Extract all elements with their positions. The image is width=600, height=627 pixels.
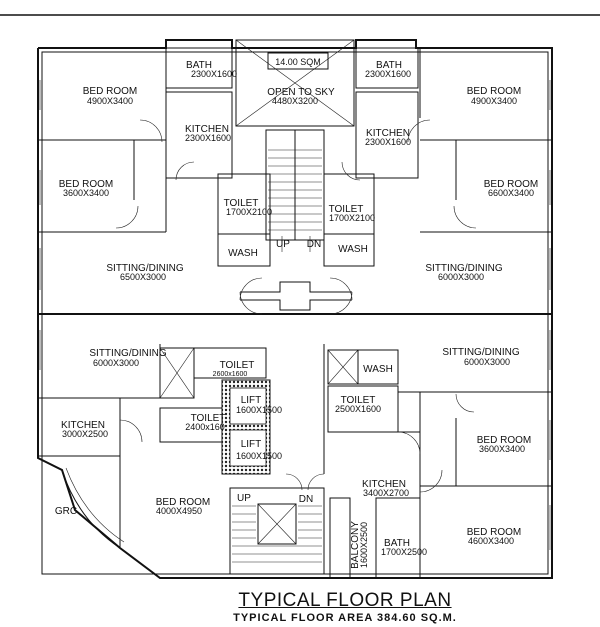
room-size-bed-se1: 3600X3400 bbox=[479, 444, 525, 454]
room-size-bed-w2: 3600X3400 bbox=[63, 188, 109, 198]
room-size-toilet-sw2: 2400x160 bbox=[185, 422, 225, 432]
room-size-sitting-ne: 6000X3000 bbox=[438, 272, 484, 282]
window-markers bbox=[39, 80, 551, 550]
room-size-bath-se: 1700X2500 bbox=[381, 547, 427, 557]
south-partitions bbox=[38, 344, 552, 579]
room-size-sitting-sw: 6000X3000 bbox=[93, 358, 139, 368]
room-size-bed-se2: 4600X3400 bbox=[468, 536, 514, 546]
south-stair-treads bbox=[232, 505, 322, 563]
stair-dn-north: DN bbox=[307, 239, 321, 250]
room-name-toilet-ne: TOILET bbox=[329, 204, 364, 215]
central-cross bbox=[240, 281, 352, 311]
room-name-wash-nw: WASH bbox=[228, 248, 258, 259]
room-name-wash-ne: WASH bbox=[338, 244, 368, 255]
room-size-bath-nw: 2300X1600 bbox=[191, 69, 237, 79]
room-name-kitchen-sw: KITCHEN bbox=[61, 420, 105, 431]
grc-label: GRC bbox=[55, 506, 77, 517]
room-size-toilet-nw: 1700X2100 bbox=[226, 207, 272, 217]
plan-area-caption: TYPICAL FLOOR AREA 384.60 SQ.M. bbox=[233, 612, 457, 624]
room-size-sitting-se: 6000X3000 bbox=[464, 357, 510, 367]
room-name-balcony: BALCONY bbox=[350, 521, 361, 569]
outer-walls bbox=[37, 39, 553, 579]
room-name-kitchen-se: KITCHEN bbox=[362, 479, 406, 490]
room-name-lift-1: LIFT bbox=[241, 395, 262, 406]
room-name-sitting-sw: SITTING/DINING bbox=[89, 348, 166, 359]
room-name-toilet-sw2: TOILET bbox=[191, 413, 226, 424]
room-name-lift-2: LIFT bbox=[241, 439, 262, 450]
room-name-sitting-nw: SITTING/DINING bbox=[106, 263, 183, 274]
room-size-balcony: 1600X2500 bbox=[359, 522, 369, 568]
room-size-kitchen-ne: 2300X1600 bbox=[365, 137, 411, 147]
door-swings bbox=[61, 119, 477, 549]
room-name-toilet-nw: TOILET bbox=[224, 198, 259, 209]
room-name-sitting-se: SITTING/DINING bbox=[442, 347, 519, 358]
room-size-kitchen-nw: 2300X1600 bbox=[185, 133, 231, 143]
room-name-bath-se: BATH bbox=[384, 538, 410, 549]
room-size-bed-e2: 6600X3400 bbox=[488, 188, 534, 198]
room-name-bed-w2: BED ROOM bbox=[59, 179, 113, 190]
open-sky-area: 14.00 SQM bbox=[275, 57, 321, 67]
stair-up-north: UP bbox=[276, 239, 290, 250]
plan-title: TYPICAL FLOOR PLAN bbox=[238, 590, 452, 611]
room-size-bath-ne: 2300X1600 bbox=[365, 69, 411, 79]
room-size-bed-sw: 4000X4950 bbox=[156, 506, 202, 516]
room-size-sitting-nw: 6500X3000 bbox=[120, 272, 166, 282]
room-size-toilet-sw1: 2600x1600 bbox=[213, 371, 248, 378]
room-name-bath-ne: BATH bbox=[376, 60, 402, 71]
room-name-open-sky: OPEN TO SKY bbox=[267, 87, 335, 98]
room-name-wash-se: WASH bbox=[363, 364, 393, 375]
room-name-bed-nw: BED ROOM bbox=[83, 86, 137, 97]
room-size-lift-2: 1600X1500 bbox=[236, 451, 282, 461]
room-size-bed-ne: 4900X3400 bbox=[471, 96, 517, 106]
room-name-kitchen-ne: KITCHEN bbox=[366, 128, 410, 139]
room-name-bed-sw: BED ROOM bbox=[156, 497, 210, 508]
room-name-toilet-sw1: TOILET bbox=[220, 360, 255, 371]
room-name-bath-nw: BATH bbox=[186, 60, 212, 71]
room-name-kitchen-nw: KITCHEN bbox=[185, 124, 229, 135]
room-labels: BED ROOM 4900X3400 BATH 2300X1600 14.00 … bbox=[55, 57, 538, 569]
room-name-sitting-ne: SITTING/DINING bbox=[425, 263, 502, 274]
room-name-bed-se1: BED ROOM bbox=[477, 435, 531, 446]
room-name-bed-e2: BED ROOM bbox=[484, 179, 538, 190]
room-size-toilet-ne: 1700X2100 bbox=[329, 213, 375, 223]
room-size-kitchen-se: 3400X2700 bbox=[363, 488, 409, 498]
stair-up-south: UP bbox=[237, 493, 251, 504]
room-size-kitchen-sw: 3000X2500 bbox=[62, 429, 108, 439]
room-size-open-sky: 4480X3200 bbox=[272, 96, 318, 106]
room-name-toilet-se: TOILET bbox=[341, 395, 376, 406]
title-block: TYPICAL FLOOR PLAN TYPICAL FLOOR AREA 38… bbox=[150, 590, 540, 625]
room-size-bed-nw: 4900X3400 bbox=[87, 96, 133, 106]
north-partitions bbox=[38, 39, 552, 267]
room-name-bed-ne: BED ROOM bbox=[467, 86, 521, 97]
room-name-bed-se2: BED ROOM bbox=[467, 527, 521, 538]
north-stair-treads bbox=[268, 149, 322, 252]
stair-dn-south: DN bbox=[299, 494, 313, 505]
room-size-lift-1: 1600X1500 bbox=[236, 405, 282, 415]
room-size-toilet-se: 2500X1600 bbox=[335, 404, 381, 414]
